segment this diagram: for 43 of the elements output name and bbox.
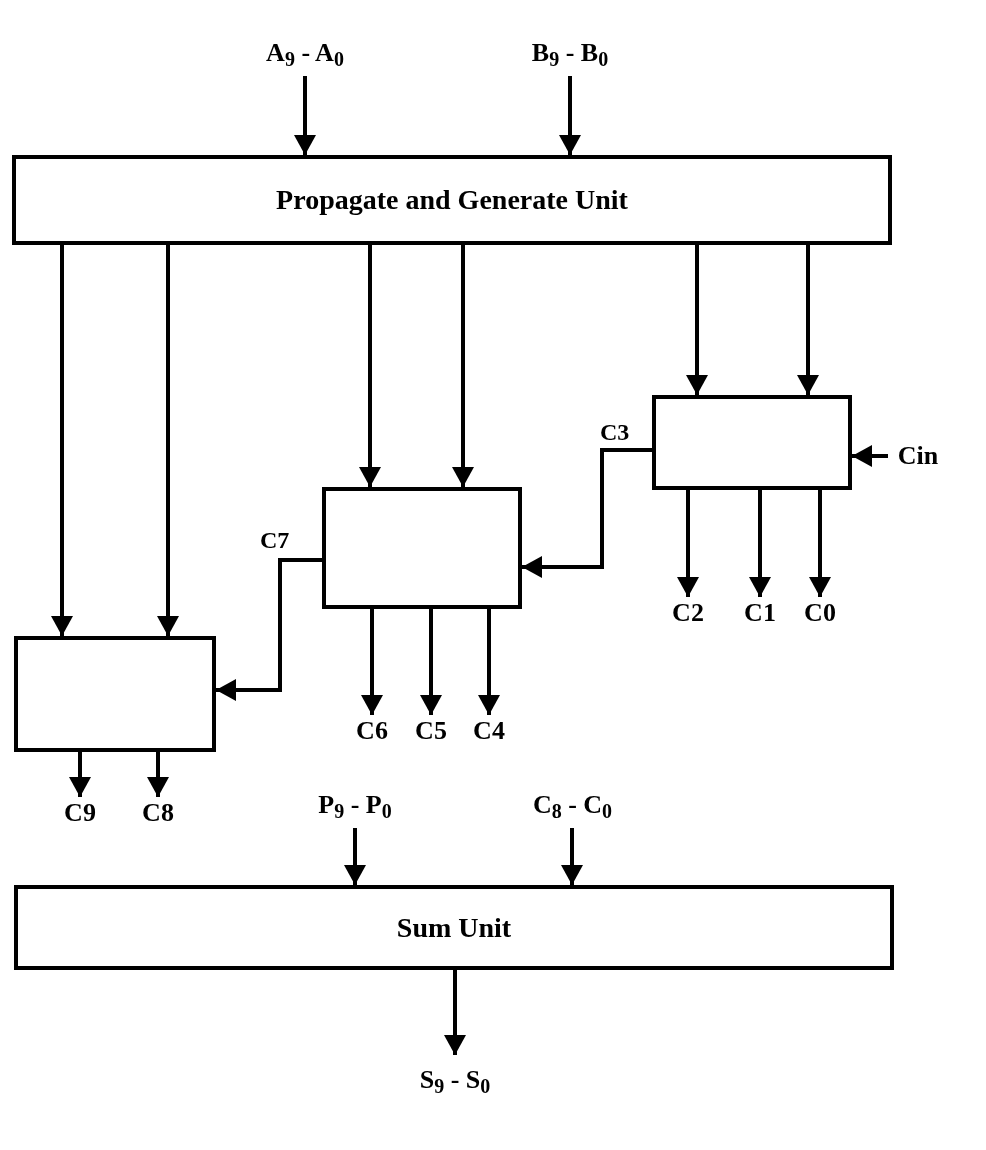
arrow [686,245,708,395]
arrow [359,245,381,487]
arrow [561,828,583,885]
arrow [157,245,179,636]
signal-label: P$_{9}$ - P$_{0}$ [318,792,392,818]
arrow [51,245,73,636]
arrow [294,76,316,155]
arrow [361,609,383,715]
signal-label: C8 [142,800,174,826]
arrow [147,752,169,797]
signal-label: C$_{8}$ - C$_{0}$ [532,792,613,818]
signal-label: C5 [415,718,447,744]
signal-label: C2 [672,600,704,626]
signal-label: A$_{9}$ - A$_{0}$ [266,40,344,66]
arrow [69,752,91,797]
arrow [216,558,322,701]
arrow [559,76,581,155]
signal-label: Cin [897,443,939,469]
carry-block [322,487,522,609]
arrow [852,445,888,467]
arrow [444,970,466,1055]
unit-title: Propagate and Generate Unit [276,186,628,214]
arrow [749,490,771,597]
signal-label: C6 [356,718,388,744]
carry-block [652,395,852,490]
arrow [452,245,474,487]
signal-label: B$_{9}$ - B$_{0}$ [531,40,609,66]
signal-label: S$_{9}$ - S$_{0}$ [419,1067,491,1093]
signal-label: C1 [744,600,776,626]
arrow [809,490,831,597]
signal-label: C4 [473,718,505,744]
carry-block [14,636,216,752]
unit-box [12,155,892,245]
arrow [677,490,699,597]
signal-label: C0 [804,600,836,626]
unit-title: Sum Unit [396,913,512,942]
signal-label: C9 [64,800,96,826]
arrow [344,828,366,885]
arrow [797,245,819,395]
arrow [478,609,500,715]
arrow [522,448,652,578]
unit-box [14,885,894,970]
arrow [420,609,442,715]
